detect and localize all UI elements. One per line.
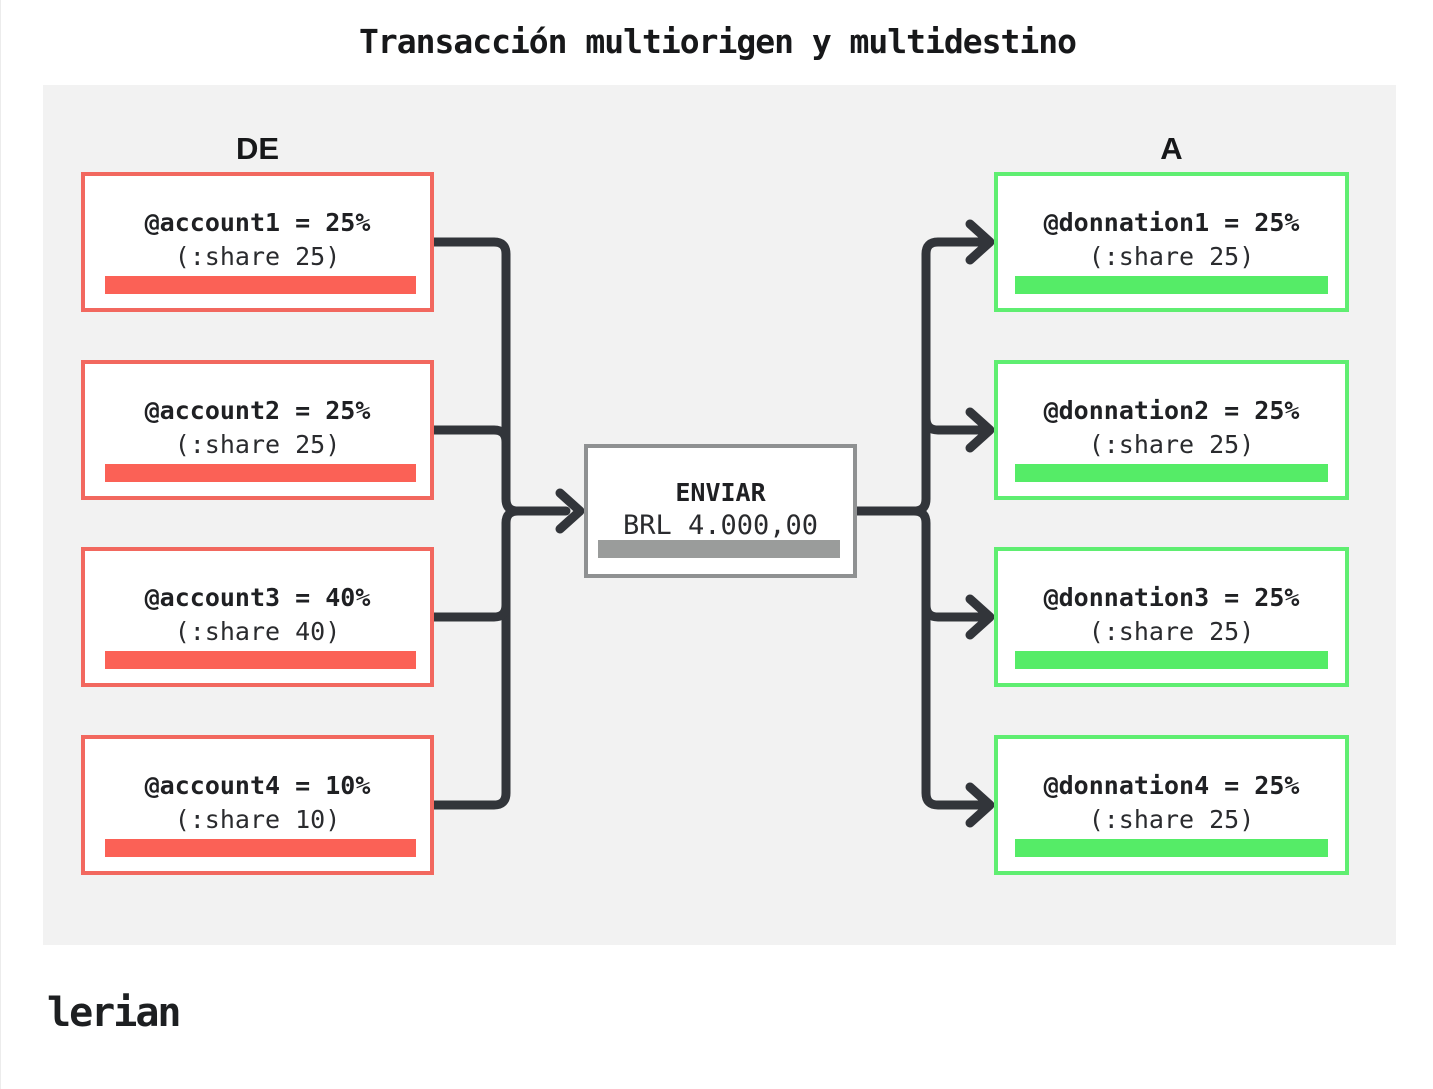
destination-donnation2-box: @donnation2 = 25% (:share 25) (994, 360, 1349, 500)
destination-donnation4-name: @donnation4 = 25% (1043, 771, 1300, 800)
source-account2-box: @account2 = 25% (:share 25) (81, 360, 434, 500)
source-account1-name: @account1 = 25% (144, 208, 371, 237)
destination-donnation4-box: @donnation4 = 25% (:share 25) (994, 735, 1349, 875)
source-account4-bar (105, 839, 416, 857)
destination-donnation3-bar (1015, 651, 1328, 669)
destination-donnation3-name: @donnation3 = 25% (1043, 583, 1300, 612)
destination-donnation1-bar (1015, 276, 1328, 294)
source-account2-bar (105, 464, 416, 482)
source-account3-share: (:share 40) (174, 617, 341, 646)
source-account2-name: @account2 = 25% (144, 396, 371, 425)
source-account1-share: (:share 25) (174, 242, 341, 271)
destination-donnation1-name: @donnation1 = 25% (1043, 208, 1300, 237)
source-account3-box: @account3 = 40% (:share 40) (81, 547, 434, 687)
send-label: ENVIAR (675, 478, 766, 507)
send-amount: BRL 4.000,00 (622, 510, 819, 541)
to-column-label: A (1160, 131, 1183, 166)
source-account3-name: @account3 = 40% (144, 583, 371, 612)
destination-donnation4-bar (1015, 839, 1328, 857)
destination-donnation1-share: (:share 25) (1088, 242, 1255, 271)
destination-donnation3-box: @donnation3 = 25% (:share 25) (994, 547, 1349, 687)
source-account3-bar (105, 651, 416, 669)
destination-donnation2-name: @donnation2 = 25% (1043, 396, 1300, 425)
source-account2-share: (:share 25) (174, 430, 341, 459)
destination-donnation2-share: (:share 25) (1088, 430, 1255, 459)
destination-donnation1-box: @donnation1 = 25% (:share 25) (994, 172, 1349, 312)
source-account1-box: @account1 = 25% (:share 25) (81, 172, 434, 312)
lerian-logo: lerian (47, 990, 181, 1036)
source-account1-bar (105, 276, 416, 294)
source-account4-name: @account4 = 10% (144, 771, 371, 800)
send-transaction-box: ENVIAR BRL 4.000,00 (584, 444, 857, 578)
destination-donnation2-bar (1015, 464, 1328, 482)
source-account4-share: (:share 10) (174, 805, 341, 834)
from-column-label: DE (235, 131, 280, 166)
destination-donnation4-share: (:share 25) (1088, 805, 1255, 834)
destination-donnation3-share: (:share 25) (1088, 617, 1255, 646)
source-account4-box: @account4 = 10% (:share 10) (81, 735, 434, 875)
send-bar (598, 540, 840, 558)
diagram-title: Transacción multiorigen y multidestino (359, 22, 1077, 61)
